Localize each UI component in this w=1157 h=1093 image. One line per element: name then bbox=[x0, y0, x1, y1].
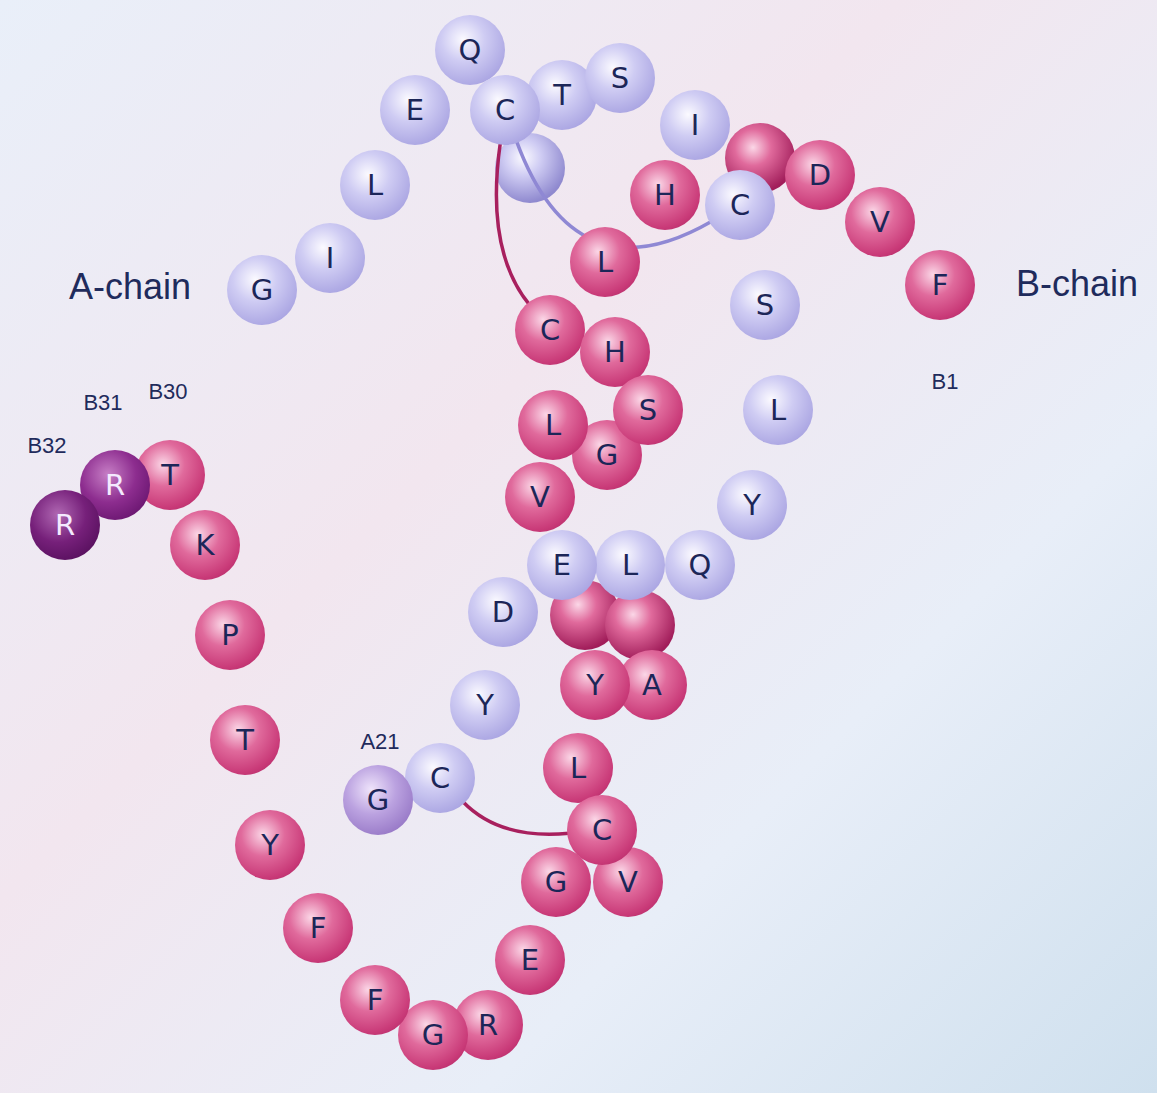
amino-acid-circle: C bbox=[567, 795, 637, 865]
residue-letter: V bbox=[870, 208, 890, 237]
residue-letter: V bbox=[530, 483, 550, 512]
amino-acid-circle: P bbox=[195, 600, 265, 670]
residue-letter: L bbox=[367, 171, 383, 200]
amino-acid-circle: C bbox=[405, 743, 475, 813]
residue-letter: Y bbox=[743, 491, 761, 520]
amino-acid-circle: Q bbox=[665, 530, 735, 600]
residue-letter: R bbox=[55, 511, 75, 540]
amino-acid-circle: L bbox=[543, 733, 613, 803]
residue-letter: I bbox=[691, 111, 700, 140]
residue-letter: K bbox=[195, 531, 214, 560]
residue-letter: R bbox=[478, 1011, 498, 1040]
residue-letter: E bbox=[553, 551, 571, 580]
amino-acid-circle: Y bbox=[450, 670, 520, 740]
amino-acid-circle: C bbox=[515, 295, 585, 365]
amino-acid-circle: L bbox=[595, 530, 665, 600]
amino-acid-circle: T bbox=[210, 705, 280, 775]
residue-letter: T bbox=[161, 461, 179, 490]
disulfide-bond bbox=[463, 802, 569, 835]
amino-acid-circle: D bbox=[785, 140, 855, 210]
amino-acid-circle: D bbox=[468, 577, 538, 647]
amino-acid-circle: F bbox=[340, 965, 410, 1035]
residue-letter: F bbox=[310, 914, 327, 943]
residue-number: B31 bbox=[83, 390, 122, 416]
residue-letter: E bbox=[521, 946, 539, 975]
amino-acid-circle: I bbox=[295, 223, 365, 293]
residue-letter: T bbox=[553, 81, 571, 110]
residue-letter: H bbox=[604, 338, 626, 367]
residue-letter: F bbox=[932, 271, 949, 300]
residue-letter: F bbox=[367, 986, 384, 1015]
residue-letter: L bbox=[545, 411, 561, 440]
residue-letter: S bbox=[639, 396, 657, 425]
amino-acid-circle: E bbox=[495, 925, 565, 995]
residue-letter: I bbox=[326, 244, 335, 273]
amino-acid-circle: Y bbox=[717, 470, 787, 540]
residue-letter: Y bbox=[261, 831, 279, 860]
disulfide-bond bbox=[496, 143, 529, 305]
hidden-residue bbox=[605, 590, 675, 660]
residue-letter: P bbox=[221, 621, 239, 650]
residue-letter: G bbox=[422, 1021, 444, 1050]
residue-letter: L bbox=[597, 248, 613, 277]
residue-letter: C bbox=[430, 764, 450, 793]
amino-acid-circle: L bbox=[340, 150, 410, 220]
amino-acid-circle: E bbox=[380, 75, 450, 145]
amino-acid-circle: C bbox=[470, 75, 540, 145]
amino-acid-circle: S bbox=[730, 270, 800, 340]
residue-letter: G bbox=[545, 868, 567, 897]
residue-letter: L bbox=[570, 754, 586, 783]
amino-acid-circle: L bbox=[570, 227, 640, 297]
amino-acid-circle: G bbox=[343, 765, 413, 835]
residue-number: A21 bbox=[360, 729, 399, 755]
residue-letter: L bbox=[622, 551, 638, 580]
amino-acid-circle: F bbox=[283, 893, 353, 963]
residue-letter: C bbox=[495, 96, 515, 125]
residue-letter: Q bbox=[689, 551, 712, 580]
amino-acid-circle: Y bbox=[560, 650, 630, 720]
amino-acid-circle: C bbox=[705, 170, 775, 240]
residue-letter: G bbox=[596, 441, 618, 470]
residue-letter: D bbox=[809, 161, 831, 190]
residue-number: B32 bbox=[27, 433, 66, 459]
chain-label: A-chain bbox=[69, 266, 191, 308]
residue-letter: C bbox=[730, 191, 750, 220]
amino-acid-circle: E bbox=[527, 530, 597, 600]
amino-acid-circle: G bbox=[398, 1000, 468, 1070]
residue-letter: A bbox=[642, 671, 662, 700]
amino-acid-circle: Y bbox=[235, 810, 305, 880]
residue-letter: C bbox=[592, 816, 612, 845]
residue-number: B30 bbox=[148, 379, 187, 405]
amino-acid-circle: V bbox=[845, 187, 915, 257]
residue-letter: G bbox=[367, 786, 389, 815]
amino-acid-circle: I bbox=[660, 90, 730, 160]
residue-letter: G bbox=[251, 276, 273, 305]
residue-letter: Y bbox=[586, 671, 604, 700]
residue-letter: H bbox=[654, 181, 676, 210]
residue-number: B1 bbox=[932, 369, 959, 395]
amino-acid-circle: G bbox=[227, 255, 297, 325]
residue-letter: L bbox=[770, 396, 786, 425]
residue-letter: V bbox=[618, 868, 638, 897]
amino-acid-circle: R bbox=[30, 490, 100, 560]
amino-acid-circle: V bbox=[505, 462, 575, 532]
residue-letter: S bbox=[756, 291, 774, 320]
amino-acid-circle: K bbox=[170, 510, 240, 580]
amino-acid-circle: S bbox=[613, 375, 683, 445]
amino-acid-circle: L bbox=[743, 375, 813, 445]
residue-letter: E bbox=[406, 96, 424, 125]
residue-letter: C bbox=[540, 316, 560, 345]
amino-acid-circle: S bbox=[585, 43, 655, 113]
amino-acid-circle: F bbox=[905, 250, 975, 320]
residue-letter: Y bbox=[476, 691, 494, 720]
amino-acid-circle: H bbox=[630, 160, 700, 230]
residue-letter: R bbox=[105, 471, 125, 500]
residue-letter: Q bbox=[459, 36, 482, 65]
residue-letter: D bbox=[492, 598, 514, 627]
chain-label: B-chain bbox=[1016, 263, 1138, 305]
residue-letter: S bbox=[611, 64, 629, 93]
amino-acid-circle: Q bbox=[435, 15, 505, 85]
residue-letter: T bbox=[236, 726, 254, 755]
amino-acid-circle: L bbox=[518, 390, 588, 460]
